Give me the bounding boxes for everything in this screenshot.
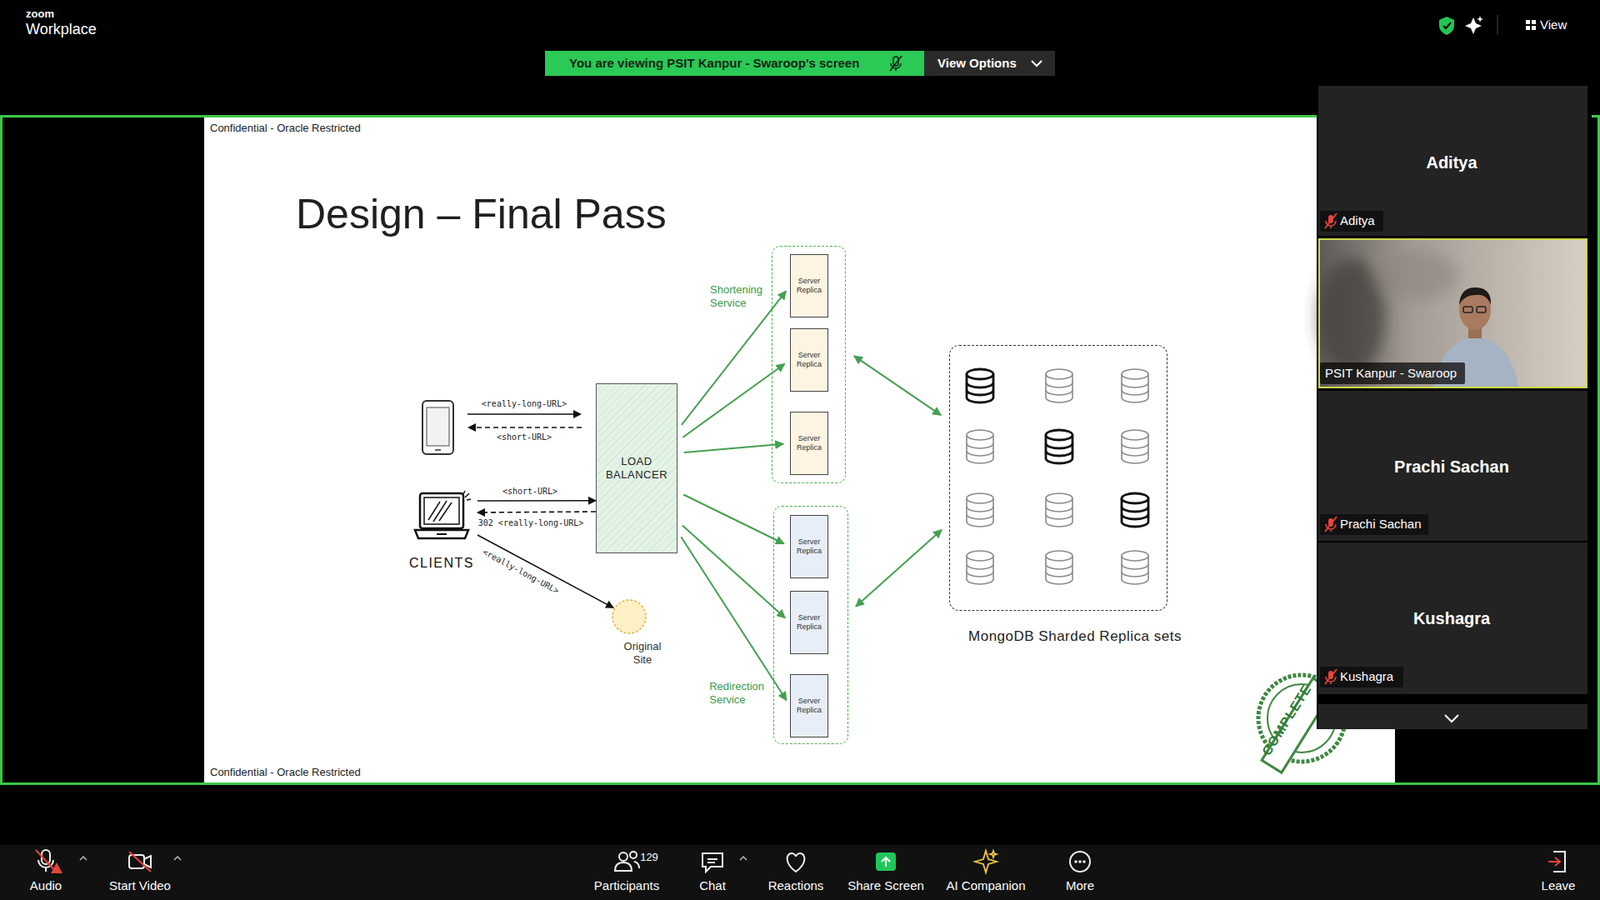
service-group: Redirection ServiceServer ReplicaServer …: [773, 505, 849, 745]
edge-label: <short-URL>: [500, 486, 560, 497]
toolbar-label: Leave: [1541, 878, 1576, 894]
participant-tag: PSIT Kanpur - Swaroop: [1325, 365, 1457, 381]
response-label: <short-URL>: [496, 432, 552, 443]
app-name: Workplace: [25, 20, 97, 40]
connector-arrow: [681, 290, 786, 425]
box-label: Server Replica: [796, 276, 822, 295]
client-label: CLIENTS: [405, 555, 478, 571]
box-label: Server Replica: [796, 537, 822, 556]
cluster-label: MongoDB Sharded Replica sets: [968, 628, 1182, 645]
toolbar-label: More: [1065, 878, 1095, 894]
participant-tag: Kushagra: [1340, 669, 1394, 685]
participant-name: Prachi Sachan: [1394, 456, 1510, 477]
participant-tag: Prachi Sachan: [1340, 516, 1422, 532]
toolbar-label: AI Companion: [945, 878, 1025, 894]
server-replica: Server Replica: [790, 590, 829, 655]
participant-tag: Aditya: [1340, 213, 1375, 229]
toolbar-label: Reactions: [768, 878, 825, 894]
request-label: <really-long-URL>: [481, 399, 567, 410]
toolbar-label: Share Screen: [847, 878, 925, 894]
load-balancer: LOAD BALANCER: [595, 383, 678, 554]
connector-arrow: [477, 500, 596, 502]
database-cluster: MongoDB Sharded Replica sets: [949, 345, 1168, 611]
connector-arrow: [683, 364, 785, 438]
group-label: Redirection Service: [709, 680, 765, 707]
server-replica: Server Replica: [790, 328, 829, 392]
app-brand: zoom: [25, 7, 55, 21]
box-label: Server Replica: [796, 613, 822, 632]
connector-arrow: [682, 525, 785, 619]
participant-count: 129: [640, 850, 659, 865]
toolbar-label: Chat: [699, 878, 726, 894]
connector-arrow: [855, 530, 942, 607]
slide-title: Design – Final Pass: [295, 190, 667, 239]
connector-arrow: [684, 444, 784, 453]
participant-name: Aditya: [1425, 152, 1477, 173]
circle-outline: [610, 598, 648, 635]
confidential-note: Confidential - Oracle Restricted: [210, 121, 361, 135]
confidential-note: Confidential - Oracle Restricted: [210, 765, 361, 780]
share-banner: You are viewing PSIT Kanpur - Swaroop's …: [569, 55, 860, 71]
site-label: Original Site: [619, 640, 666, 667]
group-label: Shortening Service: [710, 283, 763, 310]
edge-label: 302 <really-long-URL>: [476, 518, 585, 529]
server-replica: Server Replica: [790, 515, 829, 579]
toolbar-label: Participants: [594, 878, 660, 894]
service-group: Shortening ServiceServer ReplicaServer R…: [771, 245, 846, 484]
toolbar-label: Start Video: [109, 878, 171, 894]
connector-arrow: [477, 535, 614, 608]
connector-arrow: [683, 495, 785, 545]
box-label: Server Replica: [796, 434, 822, 453]
connector-arrow: [854, 355, 941, 415]
server-replica: Server Replica: [790, 411, 829, 475]
laptop-icon: [411, 490, 472, 547]
site-circle: [610, 598, 648, 635]
laptop-drawing: [411, 490, 472, 547]
view-button: View: [1540, 17, 1567, 33]
connector-arrow: [477, 511, 596, 513]
box-label: LOAD BALANCER: [605, 455, 668, 482]
server-replica: Server Replica: [790, 254, 829, 318]
box-label: Server Replica: [796, 350, 822, 370]
connector-arrow: [680, 536, 786, 700]
server-replica: Server Replica: [790, 674, 829, 738]
view-options: View Options: [937, 55, 1017, 71]
origin-site: Original Site: [610, 598, 648, 635]
toolbar-label: Audio: [30, 878, 62, 894]
box-label: Server Replica: [796, 696, 822, 715]
client-laptop: CLIENTS: [405, 490, 478, 574]
participant-name: Kushagra: [1413, 608, 1490, 629]
